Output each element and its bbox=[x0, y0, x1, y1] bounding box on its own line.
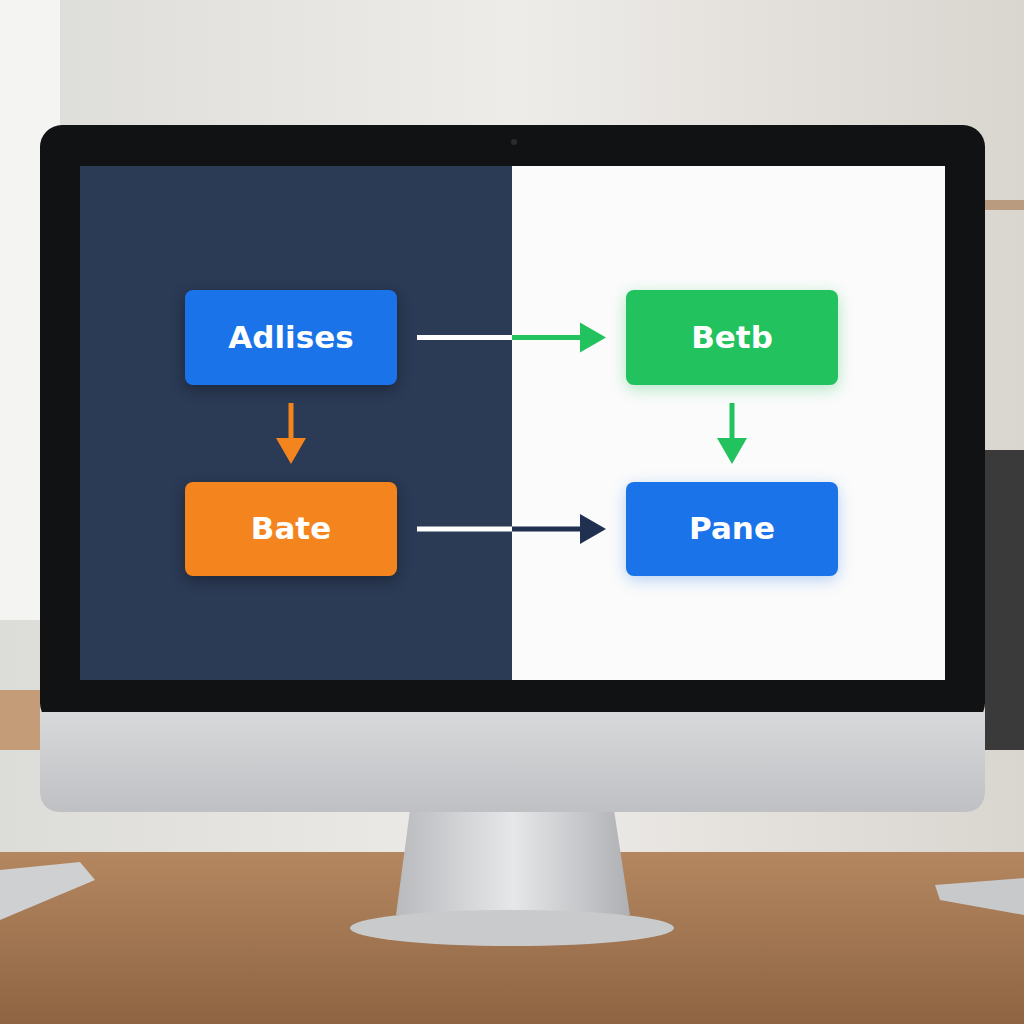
process-box: Adlises bbox=[185, 290, 397, 385]
background-desk bbox=[0, 690, 40, 750]
node-label: Pane bbox=[689, 510, 775, 547]
connector-arrow bbox=[276, 403, 306, 464]
screen-light-half bbox=[512, 166, 945, 680]
process-box: Pane bbox=[626, 482, 838, 576]
connector-line bbox=[417, 335, 582, 340]
connector-arrow bbox=[417, 514, 606, 544]
wall bbox=[0, 0, 1024, 860]
background-furniture bbox=[985, 450, 1024, 750]
connector-line bbox=[417, 527, 582, 532]
camera bbox=[511, 139, 517, 145]
process-box: Bate bbox=[185, 482, 397, 576]
screen-dark-half bbox=[80, 166, 512, 680]
arrowhead bbox=[580, 514, 606, 544]
connector-line bbox=[289, 403, 294, 440]
monitor-foot bbox=[350, 910, 674, 946]
process-box: Betb bbox=[626, 290, 838, 385]
monitor-bezel bbox=[40, 125, 985, 725]
monitor-stand bbox=[396, 810, 630, 915]
connector-arrow bbox=[717, 403, 747, 464]
arrowhead bbox=[717, 438, 747, 464]
connector-line bbox=[730, 403, 735, 440]
connector-arrow bbox=[417, 323, 606, 353]
node-label: Bate bbox=[251, 510, 331, 547]
arrowhead bbox=[580, 323, 606, 353]
node-label: Betb bbox=[691, 319, 773, 356]
tablet bbox=[935, 878, 1024, 915]
arrowhead bbox=[276, 438, 306, 464]
laptop bbox=[0, 862, 95, 920]
node-label: Adlises bbox=[228, 319, 353, 356]
shelf bbox=[985, 200, 1024, 210]
monitor-chin bbox=[40, 712, 985, 812]
